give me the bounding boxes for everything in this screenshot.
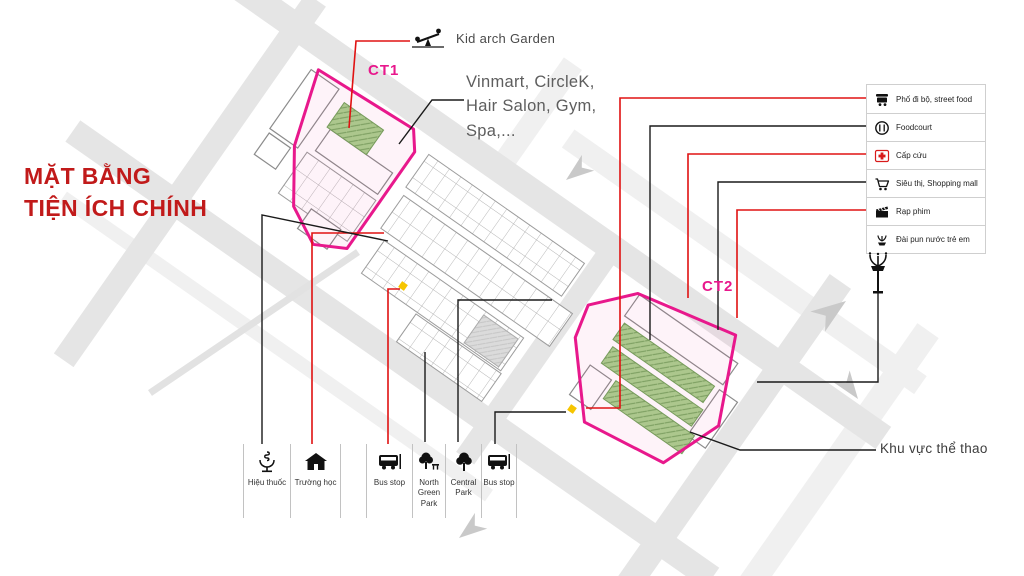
legend-item-fountain: Đài pun nước trẻ em bbox=[867, 225, 985, 253]
facilities-strip: Hiệu thuốc Trường học Bus stop North Gre… bbox=[243, 444, 517, 518]
bus-stop-icon bbox=[378, 446, 402, 478]
zone-label-ct2: CT2 bbox=[702, 278, 734, 295]
foodcourt-icon bbox=[873, 119, 890, 136]
facility-label: Bus stop bbox=[373, 478, 406, 487]
school-icon bbox=[304, 446, 328, 478]
legend-item-first-aid: Cấp cứu bbox=[867, 141, 985, 169]
legend-item-street-food: Phố đi bộ, street food bbox=[867, 85, 985, 113]
retail-line: Vinmart, CircleK, bbox=[466, 73, 595, 91]
facility-central-park: Central Park bbox=[445, 444, 481, 518]
zone-label-ct1: CT1 bbox=[368, 62, 400, 79]
shopping-cart-icon bbox=[873, 175, 890, 192]
ct2-buildings bbox=[568, 293, 739, 455]
bus-stop-icon bbox=[487, 446, 511, 478]
legend-item-cinema: Rạp phim bbox=[867, 197, 985, 225]
bus-stop-marker bbox=[398, 281, 408, 291]
street-food-cart-icon bbox=[873, 91, 890, 108]
legend-label: Rạp phim bbox=[896, 207, 931, 216]
facility-label: Central Park bbox=[450, 478, 477, 498]
facility-label: Hiệu thuốc bbox=[247, 478, 287, 487]
facility-bus-stop-2: Bus stop bbox=[481, 444, 517, 518]
minor-road bbox=[148, 249, 360, 396]
page-title-line1: MẶT BẰNG bbox=[24, 163, 152, 189]
kid-garden-label: Kid arch Garden bbox=[456, 31, 556, 46]
legend-label: Phố đi bộ, street food bbox=[896, 94, 973, 104]
facility-label: North Green Park bbox=[417, 478, 441, 508]
ct2-zone-boundary bbox=[573, 291, 738, 465]
playground-icon bbox=[412, 28, 444, 48]
fountain-icon bbox=[868, 252, 888, 294]
retail-line: Hair Salon, Gym, bbox=[466, 97, 597, 116]
page-title-line2: TIỆN ÍCH CHÍNH bbox=[24, 195, 208, 221]
ct1-zone-boundary bbox=[292, 68, 417, 251]
kid-garden-annotation: Kid arch Garden bbox=[410, 26, 555, 50]
facility-label: Trường học bbox=[294, 478, 337, 487]
facility-pharmacy: Hiệu thuốc bbox=[243, 444, 290, 518]
retail-line: Spa,... bbox=[466, 121, 516, 140]
legend-label: Đài pun nước trẻ em bbox=[896, 235, 970, 244]
facility-bus-stop-1: Bus stop bbox=[366, 444, 412, 518]
legend-item-shopping-mall: Siêu thị, Shopping mall bbox=[867, 169, 985, 197]
facility-north-green-park: North Green Park bbox=[412, 444, 445, 518]
legend-label: Siêu thị, Shopping mall bbox=[896, 179, 978, 188]
black-connector-lines bbox=[261, 99, 879, 451]
fountain-map-marker bbox=[863, 249, 893, 295]
bus-stop-marker bbox=[567, 404, 577, 414]
facility-empty bbox=[340, 444, 366, 518]
parking-area bbox=[463, 314, 519, 368]
pharmacy-icon bbox=[257, 446, 277, 478]
sports-area-label: Khu vực thể thao bbox=[880, 441, 988, 456]
legend-label: Foodcourt bbox=[896, 123, 933, 132]
page-title: MẶT BẰNG TIỆN ÍCH CHÍNH bbox=[24, 160, 207, 224]
shophouse-blocks bbox=[277, 151, 586, 403]
amenities-legend: Phố đi bộ, street food Foodcourt Cấp cứu… bbox=[866, 84, 986, 254]
fountain-icon bbox=[873, 231, 890, 248]
facility-label: Bus stop bbox=[483, 478, 515, 487]
ct1-buildings bbox=[253, 68, 394, 251]
retail-annotation: Vinmart, CircleK, Hair Salon, Gym, Spa,.… bbox=[466, 70, 596, 143]
kid-garden-building bbox=[326, 101, 385, 156]
map-markers bbox=[398, 281, 577, 414]
cinema-clapperboard-icon bbox=[873, 203, 890, 220]
red-connector-lines bbox=[311, 40, 866, 444]
legend-item-foodcourt: Foodcourt bbox=[867, 113, 985, 141]
park-bench-tree-icon bbox=[418, 446, 440, 478]
legend-label: Cấp cứu bbox=[896, 151, 927, 160]
first-aid-icon bbox=[873, 147, 890, 164]
tree-icon bbox=[455, 446, 473, 478]
facility-school: Trường học bbox=[290, 444, 340, 518]
